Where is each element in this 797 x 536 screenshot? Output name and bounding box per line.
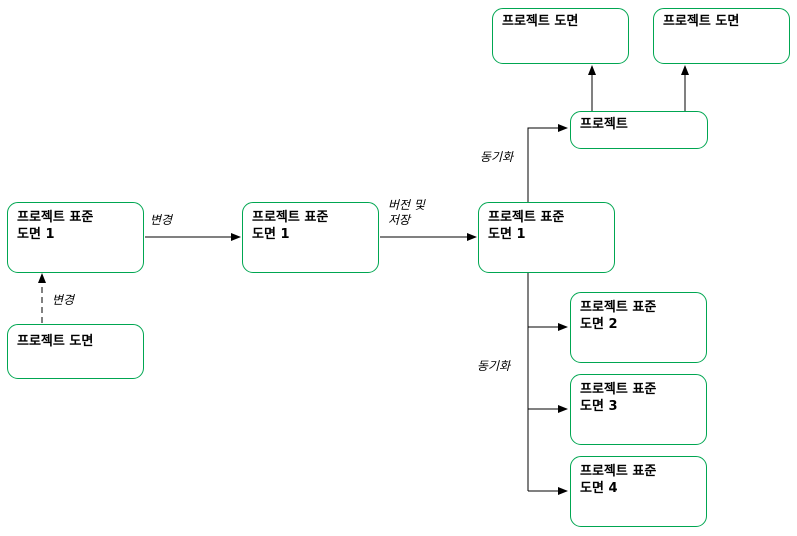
node-standard-2: 프로젝트 표준 도면 2 bbox=[570, 292, 707, 363]
node-line-2: 도면 4 bbox=[580, 481, 618, 496]
node-line-2: 도면 1 bbox=[488, 227, 526, 242]
label-sync-bottom: 동기화 bbox=[477, 359, 511, 373]
node-line-2: 도면 1 bbox=[252, 227, 290, 242]
node-line-2: 도면 1 bbox=[17, 227, 55, 242]
node-standard-modified: 프로젝트 표준 도면 1 bbox=[242, 202, 379, 273]
node-line-1: 프로젝트 표준 bbox=[580, 464, 657, 479]
label-change-right: 변경 bbox=[150, 213, 173, 227]
node-line-1: 프로젝트 표준 bbox=[252, 210, 329, 225]
label-change-up: 변경 bbox=[52, 293, 75, 307]
node-standard-change: 프로젝트 표준 도면 1 bbox=[7, 202, 144, 273]
label-sync-top: 동기화 bbox=[480, 150, 514, 164]
node-project-drawing-a: 프로젝트 도면 bbox=[492, 8, 629, 64]
label-version-save-line-2: 저장 bbox=[388, 213, 411, 227]
node-line-2: 도면 3 bbox=[580, 399, 618, 414]
node-standard-saved: 프로젝트 표준 도면 1 bbox=[478, 202, 615, 273]
node-line-1: 프로젝트 도면 bbox=[663, 14, 740, 29]
node-line-1: 프로젝트 표준 bbox=[580, 382, 657, 397]
node-standard-3: 프로젝트 표준 도면 3 bbox=[570, 374, 707, 445]
node-line-1: 프로젝트 표준 bbox=[17, 210, 94, 225]
node-line-1: 프로젝트 도면 bbox=[502, 14, 579, 29]
node-standard-4: 프로젝트 표준 도면 4 bbox=[570, 456, 707, 527]
node-line-1: 프로젝트 bbox=[580, 117, 628, 132]
node-line-1: 프로젝트 표준 bbox=[580, 300, 657, 315]
arrow-sync-to-project bbox=[527, 124, 568, 202]
node-project: 프로젝트 bbox=[570, 111, 708, 149]
label-version-save-line-1: 버전 및 bbox=[388, 198, 425, 212]
node-line-1: 프로젝트 표준 bbox=[488, 210, 565, 225]
node-project-drawing-b: 프로젝트 도면 bbox=[653, 8, 790, 64]
node-project-drawing: 프로젝트 도면 bbox=[7, 324, 144, 379]
node-line-2: 도면 2 bbox=[580, 317, 618, 332]
node-line-1: 프로젝트 도면 bbox=[17, 334, 94, 349]
